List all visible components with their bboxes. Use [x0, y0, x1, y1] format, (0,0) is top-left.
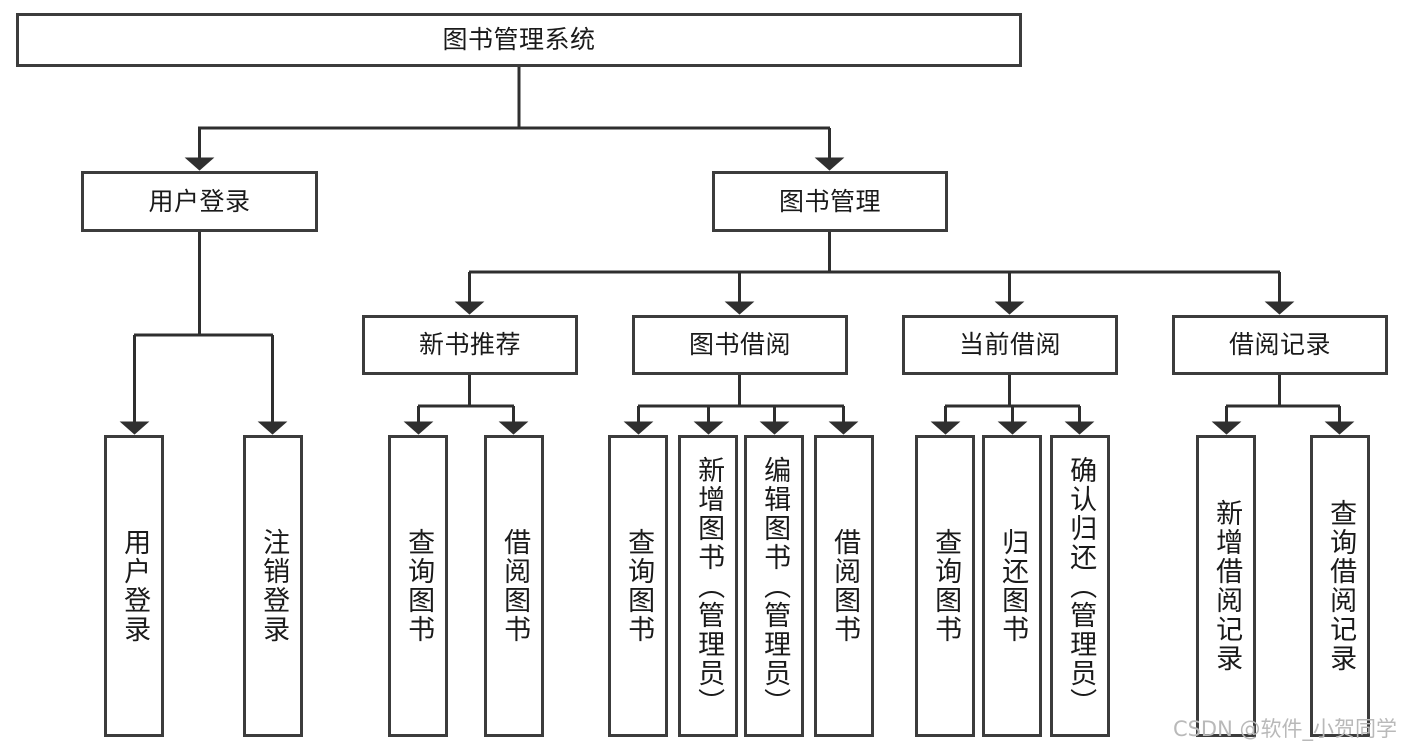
node-leaf-query-book-1[interactable]: 查询图书 [388, 435, 448, 737]
node-leaf-return-book-label: 归还图书 [997, 528, 1029, 644]
node-borrow-record[interactable]: 借阅记录 [1172, 315, 1388, 375]
node-leaf-confirm-return[interactable]: 确认归还（管理员） [1050, 435, 1110, 737]
node-leaf-query-book-2-label: 查询图书 [623, 528, 655, 644]
node-root[interactable]: 图书管理系统 [16, 13, 1022, 67]
node-leaf-borrow-book-2[interactable]: 借阅图书 [814, 435, 874, 737]
edge-current-borrow-to-leaves [930, 375, 1095, 435]
node-new-book-rec-label: 新书推荐 [418, 330, 521, 360]
node-new-book-rec[interactable]: 新书推荐 [362, 315, 578, 375]
node-leaf-query-borrow-rec-label: 查询借阅记录 [1325, 499, 1357, 673]
node-current-borrow-label: 当前借阅 [958, 330, 1061, 360]
node-leaf-query-borrow-rec[interactable]: 查询借阅记录 [1310, 435, 1370, 737]
node-leaf-logout[interactable]: 注销登录 [243, 435, 303, 737]
node-user-login-label: 用户登录 [148, 186, 251, 216]
node-book-manage[interactable]: 图书管理 [712, 171, 948, 232]
node-book-manage-label: 图书管理 [778, 186, 881, 216]
node-leaf-confirm-return-label: 确认归还（管理员） [1065, 455, 1097, 717]
node-leaf-add-borrow-rec-label: 新增借阅记录 [1211, 499, 1243, 673]
node-leaf-edit-book-admin[interactable]: 编辑图书（管理员） [744, 435, 804, 737]
node-leaf-borrow-book-1-label: 借阅图书 [499, 528, 531, 644]
node-book-borrow-label: 图书借阅 [688, 330, 791, 360]
node-current-borrow[interactable]: 当前借阅 [902, 315, 1118, 375]
node-leaf-borrow-book-2-label: 借阅图书 [829, 528, 861, 644]
node-leaf-edit-book-admin-label: 编辑图书（管理员） [759, 455, 791, 717]
edge-book-manage-to-level3 [454, 232, 1295, 315]
node-book-borrow[interactable]: 图书借阅 [632, 315, 848, 375]
csdn-watermark: CSDN @软件_小贺同学 [1172, 717, 1397, 741]
node-leaf-query-book-1-label: 查询图书 [403, 528, 435, 644]
node-borrow-record-label: 借阅记录 [1228, 330, 1331, 360]
node-leaf-user-login-label: 用户登录 [119, 528, 151, 644]
node-leaf-add-book-admin-label: 新增图书（管理员） [693, 455, 725, 717]
node-leaf-borrow-book-1[interactable]: 借阅图书 [484, 435, 544, 737]
edge-borrow-record-to-leaves [1211, 375, 1355, 435]
edge-new-book-rec-to-leaves [403, 375, 529, 435]
node-leaf-return-book[interactable]: 归还图书 [982, 435, 1042, 737]
node-leaf-logout-label: 注销登录 [258, 528, 290, 644]
node-user-login[interactable]: 用户登录 [81, 171, 318, 232]
node-leaf-query-book-2[interactable]: 查询图书 [608, 435, 668, 737]
node-root-label: 图书管理系统 [442, 25, 596, 55]
edge-book-borrow-to-leaves [623, 375, 859, 435]
node-leaf-user-login[interactable]: 用户登录 [104, 435, 164, 737]
node-leaf-add-borrow-rec[interactable]: 新增借阅记录 [1196, 435, 1256, 737]
node-leaf-add-book-admin[interactable]: 新增图书（管理员） [678, 435, 738, 737]
node-leaf-query-book-3[interactable]: 查询图书 [915, 435, 975, 737]
edge-root-to-level2 [184, 67, 845, 171]
node-leaf-query-book-3-label: 查询图书 [930, 528, 962, 644]
edge-user-login-to-leaves [119, 232, 288, 435]
